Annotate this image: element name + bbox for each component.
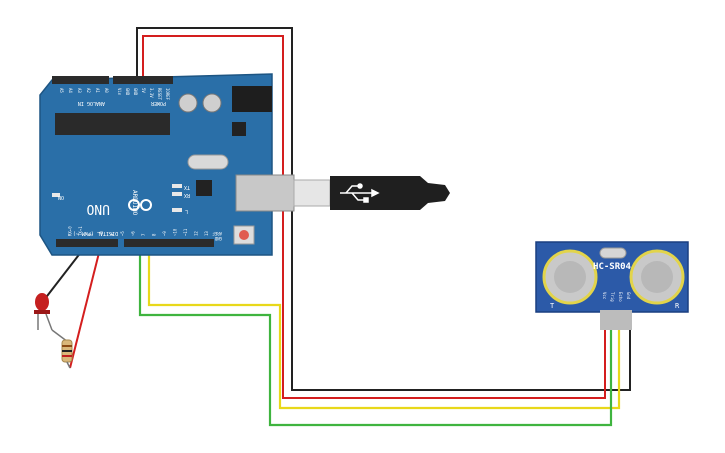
analog-pin-label: A0: [104, 88, 109, 93]
usb-icon: [340, 183, 380, 203]
power-pin-label: RESET: [157, 88, 162, 101]
analog-pin-label: A1: [95, 88, 100, 93]
analog-pin-label: A5: [59, 88, 64, 93]
sensor-pin-label: Echo: [618, 292, 623, 302]
power-pin-label: 5V: [141, 88, 146, 93]
power-jack: [232, 86, 272, 112]
digital-pin-label: 2: [89, 233, 94, 236]
digital-pin-label: RX←0: [68, 226, 73, 236]
gnd-label: GND: [214, 236, 222, 241]
microcontroller-chip: [55, 113, 170, 135]
sensor-t-mark: T: [550, 302, 555, 310]
regulator: [232, 122, 246, 136]
digital-pin-label: ~5: [120, 231, 125, 236]
usb-port: [235, 174, 295, 212]
digital-pin-label: ~6: [131, 231, 136, 236]
on-label: ON: [58, 194, 64, 200]
digital-pin-label: TX→1: [78, 226, 83, 236]
analog-pin-labels: A5 A4 A3 A2 A1 A0: [59, 88, 109, 93]
power-header: [113, 76, 173, 84]
usb-cable[interactable]: [293, 176, 450, 210]
board-brand-label: ARDUINO: [131, 190, 138, 216]
capacitor-2: [202, 93, 222, 113]
led-tx: [172, 184, 182, 188]
led-on: [52, 193, 60, 197]
arduino-board[interactable]: [39, 73, 295, 256]
power-pin-label: Vin: [117, 88, 122, 96]
digital-pin-label: 12: [194, 231, 199, 236]
sensor-model-label: HC-SR04: [593, 262, 632, 272]
wire-5v-red[interactable]: [142, 35, 606, 399]
digital-header-low: [56, 239, 118, 247]
digital-pin-label: 4: [110, 233, 115, 236]
analog-label: ANALOG IN: [78, 100, 105, 106]
tx-label: TX: [184, 184, 190, 190]
wire-trig-green[interactable]: [138, 248, 613, 427]
power-pin-label: GND: [133, 88, 138, 96]
sensor-pin-label: Trig: [610, 292, 615, 302]
usb-chip: [196, 180, 212, 196]
led-rx: [172, 192, 182, 196]
sensor-pin-header: [600, 310, 632, 330]
crystal: [187, 154, 229, 170]
led-l: [172, 208, 182, 212]
digital-pin-label: 13: [204, 231, 209, 236]
reset-button-cap: [239, 230, 249, 240]
sensor-pin-label: Gnd: [626, 292, 631, 300]
digital-pin-labels: 13 12 ~11 ~10 ~9 8 7 ~6 ~5 4 ~3 2 TX→1 RX←0: [68, 226, 210, 236]
digital-pin-label: 7: [141, 233, 146, 236]
l-label: L: [185, 208, 188, 214]
digital-pin-label: ~11: [183, 228, 188, 236]
rx-label: RX: [184, 192, 190, 198]
digital-label: DIGITAL (PWM ~): [73, 230, 118, 236]
digital-header-high: [124, 239, 214, 247]
resistor[interactable]: [51, 329, 73, 369]
analog-pin-label: A3: [77, 88, 82, 93]
power-label: POWER: [150, 100, 166, 106]
sensor-crystal: [599, 247, 627, 259]
arduino-logo: [128, 199, 152, 211]
digital-pin-label: 8: [152, 233, 157, 236]
analog-pin-label: A2: [86, 88, 91, 93]
red-led[interactable]: [34, 293, 53, 331]
capacitor-1: [178, 93, 198, 113]
ultrasonic-sensor[interactable]: [535, 241, 689, 330]
power-pin-label: 3.3V: [149, 88, 154, 98]
aref-label: AREF: [212, 231, 222, 236]
power-pin-label: IOREF: [165, 88, 170, 101]
sensor-pin-label: Vcc: [602, 292, 607, 300]
power-pin-label: GND: [125, 88, 130, 96]
wire-echo-yellow[interactable]: [147, 248, 621, 410]
analog-pin-label: A4: [68, 88, 73, 93]
board-model-label: UNO: [86, 201, 110, 216]
analog-header: [52, 76, 109, 84]
digital-pin-label: ~9: [162, 231, 167, 236]
digital-pin-label: ~10: [173, 228, 178, 236]
digital-pin-label: ~3: [99, 231, 104, 236]
sensor-r-mark: R: [675, 302, 680, 310]
